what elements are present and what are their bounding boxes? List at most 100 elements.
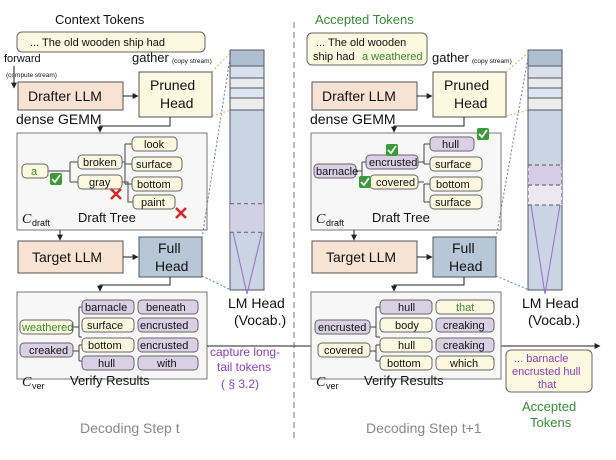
c-draft-symbol: C [22,212,32,227]
verify-results-label: Verify Results [70,373,150,388]
accepted-label-1: Accepted [522,399,576,414]
tree-leaf-1: look [144,139,165,151]
tree-leaf-look [131,136,178,152]
tree-right-leaf-3: bottom [436,179,470,191]
verify-c1-2: creaked [29,345,68,357]
context-right-2b: a weathered [362,51,423,63]
target-llm-label: Target LLM [32,249,102,265]
accepted-box-1: ... barnacle [514,353,568,365]
gather-label-right: gather [432,50,470,65]
tree-right-leaf-1: hull [442,139,459,151]
copy-stream-right: (copy stream) [472,58,512,65]
c-draft-right-sub: draft [326,218,345,228]
full-head-2: Head [155,258,188,274]
verify-c2-3: bottom [88,340,122,352]
tree-node-gray [77,174,123,190]
context-right-2a: ship had [313,51,355,63]
capture-3: ( § 3.2) [221,377,259,391]
pruned-head-right [432,71,507,118]
tree-right-mid-2: covered [376,177,415,189]
check-icon [477,128,489,140]
right-panel: Accepted Tokens ... The old wooden ship … [306,12,593,436]
draft-tree-left: a broken gray look surface bottom paint [21,136,187,219]
verify-c3-1: beneath [146,302,186,314]
step-label-left: Decoding Step t [80,420,180,436]
verify-right-c1-1: encrusted [318,322,366,334]
drafter-llm-label: Drafter LLM [28,88,102,104]
verify-tree-right: encrusted covered hull body hull bottom … [314,299,495,371]
verify-right-c3-4: which [449,358,478,370]
verify-c2-1: barnacle [85,302,127,314]
c-ver-right: C [316,375,326,390]
tree-right-leaf-4: surface [435,197,471,209]
step-label-right: Decoding Step t+1 [366,420,482,436]
tree-root-text: a [31,166,38,178]
verify-results-right: Verify Results [364,373,444,388]
c-draft-right: C [316,212,326,227]
verify-c2-2: surface [87,320,123,332]
tree-node-broken [77,154,123,170]
accepted-box-2: encrusted hull [512,366,581,378]
tree-right-root: barnacle [316,166,358,178]
left-panel: Context Tokens ... The old wooden ship h… [4,12,286,436]
verify-tree-left: weathered creaked barnacle surface botto… [19,299,199,371]
verify-right-c3-1: that [456,302,474,314]
compute-stream-label: (compute stream) [6,72,57,79]
pruned-label-2: Head [160,95,193,111]
target-right-label: Target LLM [326,249,396,265]
forward-label: forward [4,53,41,65]
tree-leaf-paint [132,194,176,210]
verify-c3-4: with [156,358,177,370]
context-box-right [306,32,428,66]
draft-tree-right-label: Draft Tree [372,210,430,225]
verify-right-c2-1: hull [398,302,415,314]
target-llm-right [311,240,418,274]
tree-leaf-4: paint [141,197,165,209]
lm-head-right-1: LM Head [522,295,579,311]
pruned-to-tree-right [391,117,465,133]
c-ver-sub: ver [32,381,45,391]
pruned-label-1: Pruned [150,77,195,93]
drafter-right-label: Drafter LLM [322,88,396,104]
dense-gemm-right: dense GEMM [310,111,396,127]
draft-tree-right: barnacle encrusted covered hull surface … [313,128,489,210]
capture-2: tail tokens [217,360,271,374]
verify-c3-3: encrusted [140,340,188,352]
verify-c1-1: weathered [21,322,73,334]
full-right-2: Head [449,258,482,274]
drafter-llm-left [17,81,124,111]
gather-label: gather [132,50,170,65]
accepted-box [505,349,593,393]
check-icon [50,173,62,185]
lm-head-label-2: (Vocab.) [234,312,286,328]
capture-1: capture long- [210,345,280,359]
draft-tree-label: Draft Tree [78,210,136,225]
lm-head-column-left [201,49,265,295]
verify-right-c2-3: hull [398,340,415,352]
context-tokens-title: Context Tokens [55,12,145,27]
tree-mid-1: broken [83,157,117,169]
c-ver-symbol: C [22,375,32,390]
full-head-1: Full [158,240,181,256]
target-llm-left [17,240,124,274]
lm-head-label-1: LM Head [228,295,285,311]
tree-leaf-bottom [131,176,183,192]
copy-stream-label: (copy stream) [172,58,212,65]
tree-node-root [21,163,49,179]
pruned-to-tree [97,117,171,133]
pruned-right-1: Pruned [444,77,489,93]
context-text: ... The old wooden ship had [30,37,165,49]
tree-leaf-surface [131,156,183,172]
lm-head-right-2: (Vocab.) [528,312,580,328]
full-head-right [432,236,497,278]
accepted-tokens-title: Accepted Tokens [315,12,414,27]
tree-leaf-3: bottom [137,179,171,191]
verify-c3-2: encrusted [140,320,188,332]
full-head-left [138,236,203,278]
c-ver-right-sub: ver [326,381,339,391]
check-icon [386,144,398,156]
verify-right-c2-2: body [395,320,419,332]
pruned-head-left [138,71,213,118]
full-to-verify [97,277,171,292]
